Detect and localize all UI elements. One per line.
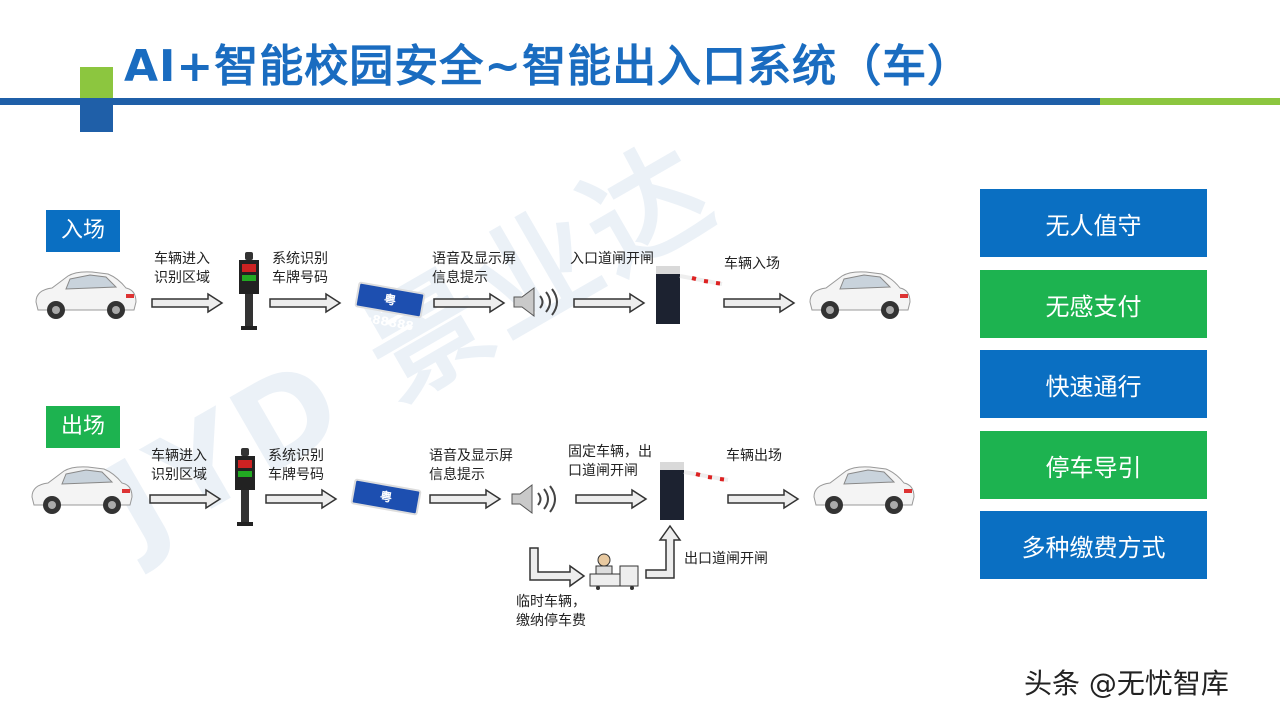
exit-plate-text: 粤B·88888 xyxy=(353,489,411,531)
car-icon xyxy=(813,466,915,514)
exit-step2-line2: 车牌号码 xyxy=(268,467,324,483)
branch-payment-line1: 临时车辆， xyxy=(516,594,586,610)
branch-payment-label: 临时车辆， 缴纳停车费 xyxy=(516,593,586,631)
branch-payment-line2: 缴纳停车费 xyxy=(516,613,586,629)
entry-step1-line2: 识别区域 xyxy=(154,270,210,286)
page-title: AI+智能校园安全~智能出入口系统（车） xyxy=(124,41,973,92)
flow-arrow xyxy=(151,292,224,314)
branch-arrow-down-right xyxy=(529,547,586,588)
entry-step5-label: 车辆入场 xyxy=(724,256,780,272)
entry-step3-line2: 信息提示 xyxy=(432,270,488,286)
flow-arrow xyxy=(429,488,502,510)
entry-step3-label: 语音及显示屏 信息提示 xyxy=(432,250,516,288)
speaker-icon xyxy=(513,287,558,317)
flow-arrow xyxy=(149,488,222,510)
flow-arrow xyxy=(433,292,506,314)
exit-step3-line1: 语音及显示屏 xyxy=(429,448,513,464)
exit-step2-label: 系统识别 车牌号码 xyxy=(268,447,324,485)
flow-arrow xyxy=(265,488,338,510)
branch-open-label: 出口道闸开闸 xyxy=(684,551,768,567)
license-plate-icon: 粤B·88888 xyxy=(350,478,422,530)
cashier-booth-icon xyxy=(589,553,639,590)
speaker-icon xyxy=(511,484,556,514)
flow-arrow xyxy=(727,488,800,510)
entry-step2-label: 系统识别 车牌号码 xyxy=(272,250,328,288)
header-rule-blue xyxy=(0,98,1100,105)
entry-step1-line1: 车辆进入 xyxy=(154,251,210,267)
exit-step3-label: 语音及显示屏 信息提示 xyxy=(429,447,513,485)
feature-parking-guidance: 停车导引 xyxy=(980,431,1207,499)
exit-tag: 出场 xyxy=(46,406,120,448)
entry-step2-line2: 车牌号码 xyxy=(272,270,328,286)
source-credit: 头条 @无忧智库 xyxy=(1024,667,1229,700)
exit-step1-label: 车辆进入 识别区域 xyxy=(151,447,207,485)
feature-unattended: 无人值守 xyxy=(980,189,1207,257)
feature-contactless-payment: 无感支付 xyxy=(980,270,1207,338)
exit-step4-label: 固定车辆，出 口道闸开闸 xyxy=(568,443,652,481)
header-decor-square-green xyxy=(80,67,113,100)
header-decor-square-blue xyxy=(80,98,113,132)
barrier-gate-icon xyxy=(656,266,723,324)
entry-step2-line1: 系统识别 xyxy=(272,251,328,267)
flow-arrow xyxy=(269,292,342,314)
exit-step1-line1: 车辆进入 xyxy=(151,448,207,464)
exit-step5-label: 车辆出场 xyxy=(726,448,782,464)
entry-plate-text: 粤B·88888 xyxy=(357,292,415,334)
plate-camera-post-icon xyxy=(239,252,259,330)
exit-step3-line2: 信息提示 xyxy=(429,467,485,483)
entry-tag: 入场 xyxy=(46,210,120,252)
feature-fast-passage: 快速通行 xyxy=(980,350,1207,418)
exit-step4-line2: 口道闸开闸 xyxy=(568,463,638,479)
flow-arrow xyxy=(575,488,648,510)
plate-camera-post-icon xyxy=(235,448,255,526)
car-icon xyxy=(809,271,911,319)
feature-payment-methods: 多种缴费方式 xyxy=(980,511,1207,579)
flow-arrow xyxy=(573,292,646,314)
exit-step2-line1: 系统识别 xyxy=(268,448,324,464)
entry-step1-label: 车辆进入 识别区域 xyxy=(154,250,210,288)
car-icon xyxy=(31,466,133,514)
exit-step1-line2: 识别区域 xyxy=(151,467,207,483)
branch-arrow-right-up xyxy=(645,524,682,579)
entry-step4-label: 入口道闸开闸 xyxy=(570,251,654,267)
barrier-gate-icon xyxy=(660,462,729,520)
flow-arrow xyxy=(723,292,796,314)
car-icon xyxy=(35,271,137,319)
header-rule-green xyxy=(1100,98,1280,105)
entry-step3-line1: 语音及显示屏 xyxy=(432,251,516,267)
exit-step4-line1: 固定车辆，出 xyxy=(568,444,652,460)
